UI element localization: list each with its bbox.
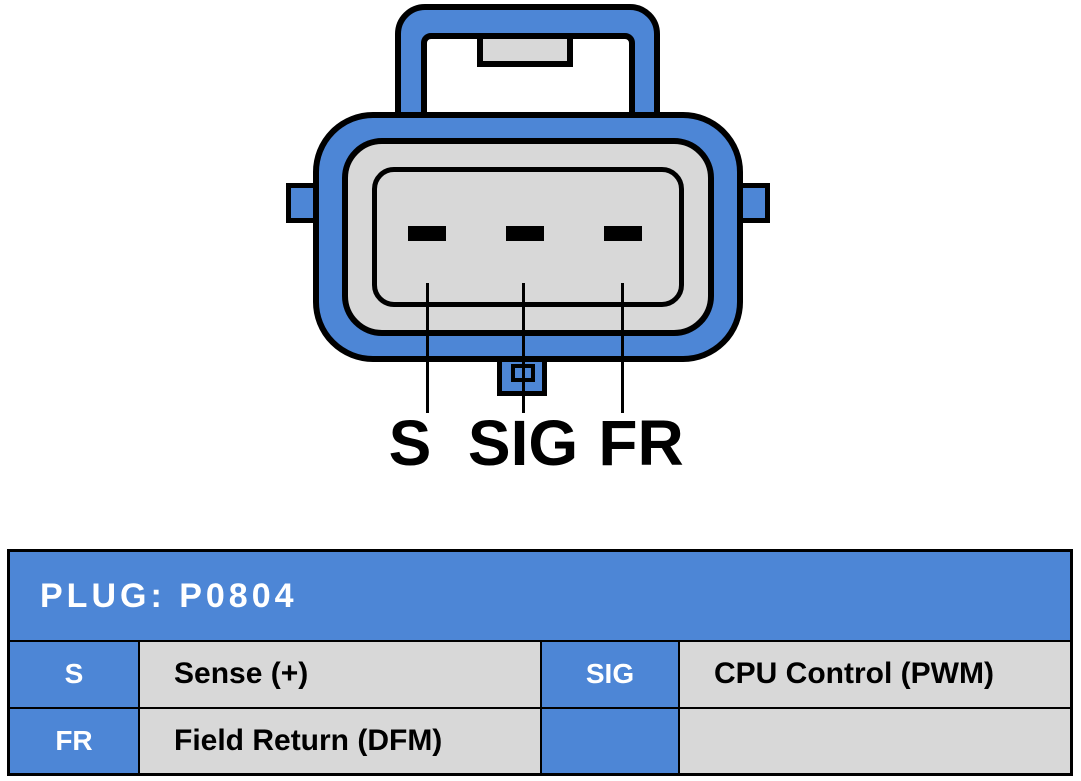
pin-code-cell-s: S <box>10 642 138 707</box>
pin-desc-cell-field-return: Field Return (DFM) <box>140 708 540 773</box>
pin-desc-cell-cpu-control: CPU Control (PWM) <box>680 642 1070 707</box>
pin-code-cell-empty <box>542 708 678 773</box>
connector-latch-block <box>477 33 573 67</box>
leader-line-3 <box>621 283 624 413</box>
connector-pin-slot-outline <box>372 167 684 307</box>
leader-line-2 <box>522 283 525 413</box>
pin-label-s: S <box>388 407 432 479</box>
pin-desc-cell-empty <box>680 708 1070 773</box>
plug-pinout-table: PLUG: P0804 S Sense (+) SIG CPU Control … <box>7 549 1073 776</box>
pin-label-sig: SIG <box>467 407 579 479</box>
pin-code-cell-sig: SIG <box>542 642 678 707</box>
pin-terminal-3 <box>604 226 642 241</box>
leader-line-1 <box>426 283 429 413</box>
pin-code-cell-fr: FR <box>10 708 138 773</box>
connector-diagram: S SIG FR <box>286 4 770 479</box>
pin-label-fr: FR <box>598 407 684 479</box>
pin-desc-cell-sense: Sense (+) <box>140 642 540 707</box>
pin-terminal-1 <box>408 226 446 241</box>
plug-table-header: PLUG: P0804 <box>10 552 1070 640</box>
pin-terminal-2 <box>506 226 544 241</box>
